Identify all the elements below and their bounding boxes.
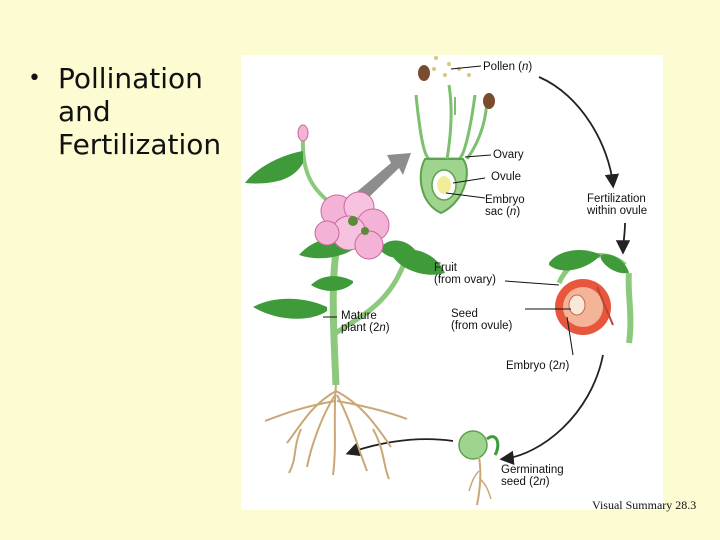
label-germinating-seed: Germinating seed (2n) xyxy=(501,464,564,488)
mature-plant xyxy=(245,124,445,480)
fruit-cross-section xyxy=(549,249,634,344)
title-line-3: Fertilization xyxy=(58,128,222,161)
label-embryo-sac: Embryo sac (n) xyxy=(485,194,525,218)
pistil-cross-section xyxy=(414,65,495,215)
slide-title: Pollination and Fertilization xyxy=(58,62,258,161)
label-mature-plant: Mature plant (2n) xyxy=(341,310,390,334)
title-line-1: Pollination xyxy=(58,62,203,95)
cycle-arrow-pollen-to-fertilization xyxy=(538,76,620,189)
cycle-arrow-fruit-to-germination xyxy=(499,354,604,466)
title-line-2: and xyxy=(58,95,111,128)
pink-flower-cluster xyxy=(314,191,390,260)
label-seed: Seed (from ovule) xyxy=(451,308,513,332)
germinating-seed xyxy=(458,430,500,506)
life-cycle-figure: Pollen (n) Ovary Ovule Embryo sac (n) Fe… xyxy=(241,55,663,510)
cycle-arrow-fertilization-to-fruit xyxy=(615,222,631,255)
label-pollen: Pollen (n) xyxy=(483,61,533,73)
life-cycle-illustration xyxy=(245,56,634,506)
cycle-arrow-germination-to-mature xyxy=(345,438,454,457)
label-fertilization: Fertilization within ovule xyxy=(587,193,648,217)
pollen-grains xyxy=(432,56,471,77)
label-ovary: Ovary xyxy=(493,149,524,161)
figure-reference: Visual Summary 28.3 xyxy=(592,498,697,512)
label-fruit: Fruit (from ovary) xyxy=(434,262,496,286)
bullet-point: • xyxy=(28,66,41,91)
plant-roots xyxy=(264,384,408,480)
grey-zoom-arrow xyxy=(353,153,411,203)
label-embryo: Embryo (2n) xyxy=(506,360,570,372)
label-ovule: Ovule xyxy=(491,171,522,183)
